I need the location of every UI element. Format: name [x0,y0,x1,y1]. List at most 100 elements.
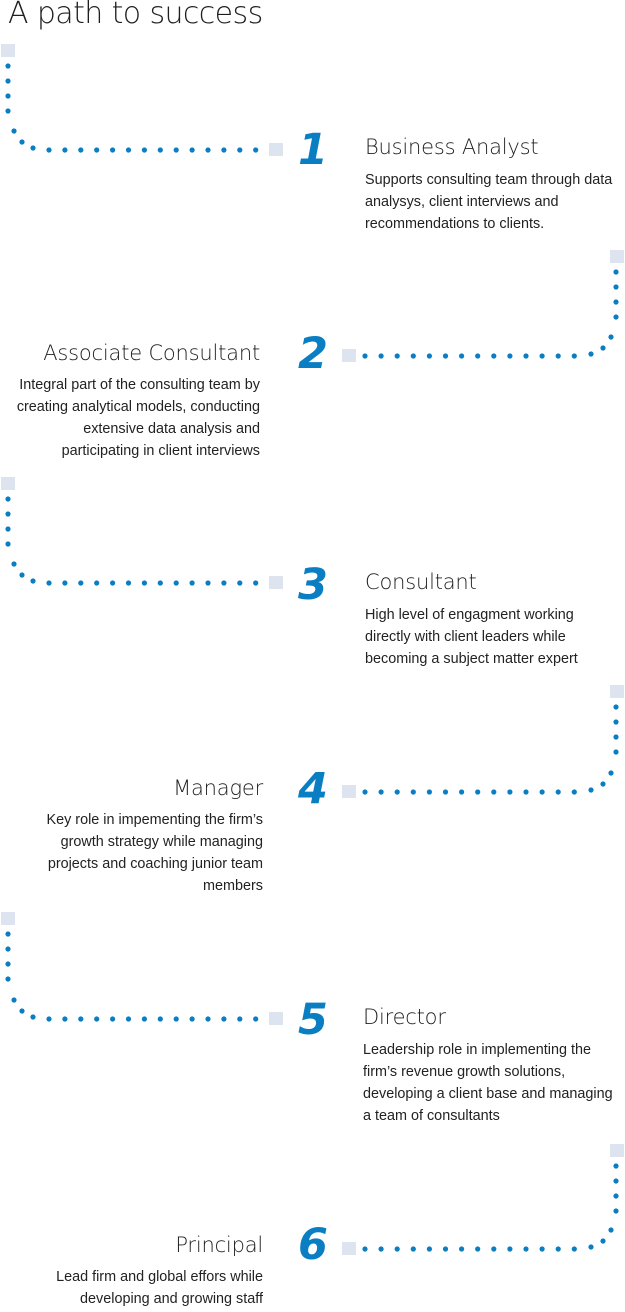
connector-6-dot [394,1246,400,1252]
connector-5-dot [30,1014,36,1020]
connector-5-dot [19,1008,25,1014]
connector-1-dot [78,147,84,153]
connector-2-dot [600,345,606,351]
connector-3-dot [141,580,147,586]
connector-2-dot [459,353,465,359]
connector-2-end-marker [342,349,356,362]
connector-4-dot [378,789,384,795]
connector-4-dot [588,787,594,793]
connector-5-dot [94,1016,100,1022]
connector-3-dot [125,580,132,586]
connector-4-dot [613,704,619,710]
connector-1-dot [221,147,227,153]
connector-1-dot [11,128,17,134]
connector-6-dot [507,1246,513,1252]
connector-2-dot [523,353,529,359]
connector-5-dot [46,1016,52,1022]
connector-1-dot [30,145,36,151]
connector-3-dot [5,541,11,547]
connector-6-dot [378,1246,384,1252]
connector-1-dot [5,78,11,84]
connector-1-dot [62,147,68,153]
connector-3-dot [5,526,11,532]
connector-6-dot [410,1246,416,1252]
connector-4-end-marker [342,785,356,798]
connector-4-dot [362,789,368,795]
connector-3-dot [173,580,179,586]
connector-2-dot [613,314,619,320]
connector-3-end-marker [269,576,283,589]
step-5-title: Director [363,1005,446,1029]
connector-5-end-marker [269,1012,283,1025]
connector-2-dot [362,353,368,359]
connector-2-dot [426,353,432,359]
step-1-title: Business Analyst [365,135,539,159]
connector-5-dot [237,1016,243,1022]
connector-3-dot [221,580,227,586]
connector-4-dot [426,789,432,795]
step-1-description: Supports consulting team through data an… [365,172,613,232]
connector-5-dot [5,946,11,952]
connector-2-dot [378,353,384,359]
step-5-number: 5 [298,995,328,1045]
connector-5-dot [78,1016,84,1022]
connector-4-dot [613,749,619,755]
connector-3-dot [62,580,68,586]
connector-2-dot [491,353,497,359]
connector-5-dot [11,997,17,1003]
connector-4-dot [571,789,577,795]
connector-6-dot [523,1246,529,1252]
connector-1-dot [5,108,11,114]
connector-5-dot [221,1016,227,1022]
connector-4-dot [523,789,529,795]
connector-5-dot [5,961,11,967]
connector-5-dot [141,1016,147,1022]
step-6-number: 6 [298,1220,328,1270]
connector-4-dot [600,781,606,787]
connector-2-start-marker [610,250,624,263]
connector-6-dot [608,1227,614,1233]
connector-4-dot [442,789,449,795]
connector-2-dot [613,299,619,305]
connector-1-dot [205,147,211,153]
connector-1-dot [110,147,116,153]
connector-1-dot [5,93,11,99]
connector-3-dot [11,561,17,567]
connector-6-dot [539,1246,545,1252]
connector-3-start-marker [1,477,15,490]
connector-5-dot [173,1016,179,1022]
connector-4-dot [613,719,619,725]
connector-6-dot [491,1246,497,1252]
connector-6-dot [475,1246,481,1252]
connector-1-dot [189,147,195,153]
connector-6-dot [426,1246,432,1252]
connector-4-dot [394,789,400,795]
connector-6-dot [613,1163,619,1169]
connector-2-dot [507,353,513,359]
connector-6-dot [555,1246,561,1252]
connector-1-dot [141,147,147,153]
connector-3-dot [157,580,163,586]
connector-2-dot [613,269,619,275]
connector-3-dot [46,580,52,586]
connector-6-dot [613,1208,619,1214]
connector-5-dot [125,1016,132,1022]
step-5-description: Leadership role in implementing the firm… [363,1042,613,1124]
connector-5-dot [110,1016,116,1022]
connector-5-dot [5,976,11,982]
connector-1-end-marker [269,143,283,156]
page-title: A path to success [8,0,263,31]
connector-1-dot [237,147,243,153]
connector-2-dot [613,284,619,290]
connector-1-start-marker [1,44,15,57]
connector-3-dot [205,580,211,586]
connector-2-dot [571,353,577,359]
connector-1-dot [125,147,132,153]
connector-2-dot [394,353,400,359]
connector-1-dot [19,139,25,145]
connector-4-dot [410,789,416,795]
step-2-title: Associate Consultant [43,341,260,365]
connector-3-dot [237,580,243,586]
connector-6-dot [442,1246,449,1252]
